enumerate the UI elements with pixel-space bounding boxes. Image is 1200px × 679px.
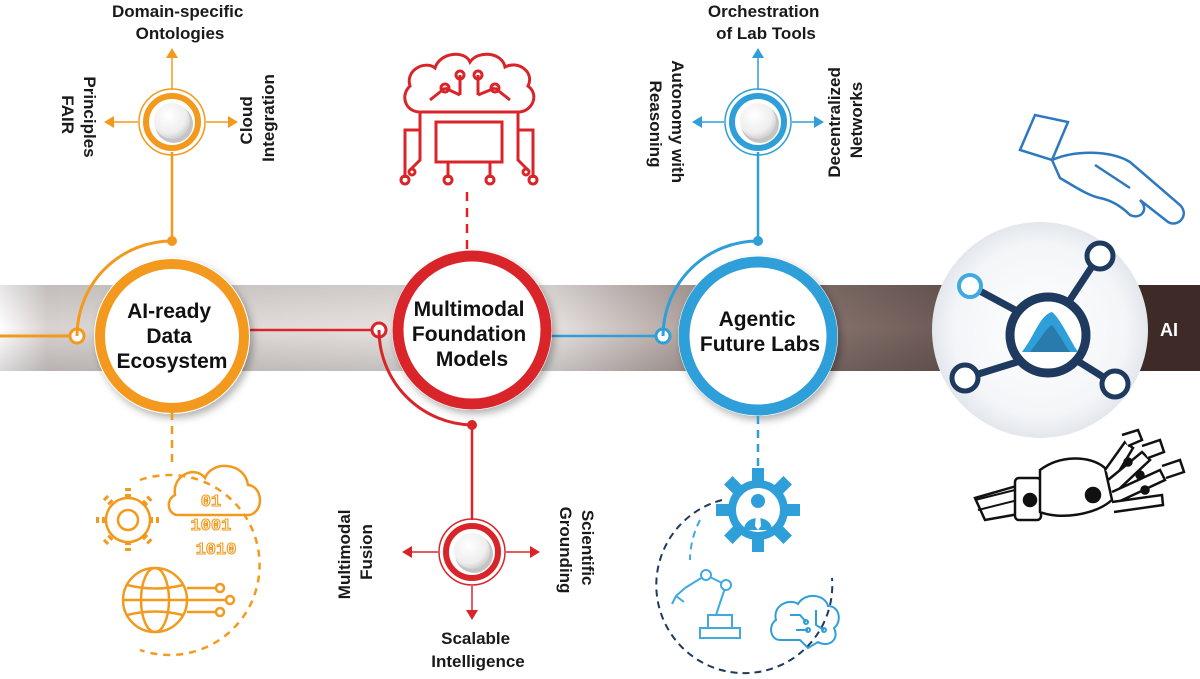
label-autonomy-reasoning: Autonomy with Reasoning — [646, 60, 687, 188]
ai-network-logo-icon — [949, 240, 1131, 400]
band-end-label-box: AI — [1138, 285, 1200, 371]
label-scalable-intelligence: Scalable Intelligence — [431, 629, 525, 671]
satellite-agentic — [692, 48, 824, 156]
hand-outline-icon — [1018, 113, 1185, 225]
label-decentralized-networks: Decentralized Networks — [825, 62, 866, 177]
robot-arm-icon — [671, 569, 741, 639]
hub-foundation-title: Multimodal Foundation Models — [412, 298, 532, 371]
brain-icon — [770, 595, 840, 650]
label-domain-ontologies: Domain-specific Ontologies — [112, 2, 248, 43]
hub-agentic-labs: Agentic Future Labs — [661, 152, 838, 470]
robotic-hand-icon — [973, 428, 1186, 522]
cloud-data-gear-globe-icon — [96, 464, 262, 657]
hub-data-ecosystem: AI-ready Data Ecosystem — [75, 152, 250, 468]
label-fair-principles: FAIR Principles — [58, 76, 99, 157]
satellite-foundation — [402, 518, 540, 620]
band-connectors — [0, 321, 672, 345]
person-gear-robot-arm-brain-icon — [655, 468, 840, 675]
label-scientific-grounding: Scientific Grounding — [556, 507, 597, 594]
hub-data-title: AI-ready Data Ecosystem — [117, 300, 228, 373]
person-gear-icon — [716, 468, 800, 552]
hub-agentic-title: Agentic Future Labs — [700, 308, 820, 356]
hub-foundation-models: Multimodal Foundation Models — [377, 192, 552, 520]
label-orchestration: Orchestration of Lab Tools — [708, 2, 824, 43]
label-multimodal-fusion: Multimodal Fusion — [335, 505, 376, 599]
band-end-label: AI — [1160, 320, 1178, 340]
binary-text: 01 1001 1010 — [190, 493, 241, 560]
label-cloud-integration: Cloud Integration — [237, 74, 278, 162]
satellite-data — [104, 48, 238, 156]
brain-circuit-icon — [399, 52, 539, 186]
